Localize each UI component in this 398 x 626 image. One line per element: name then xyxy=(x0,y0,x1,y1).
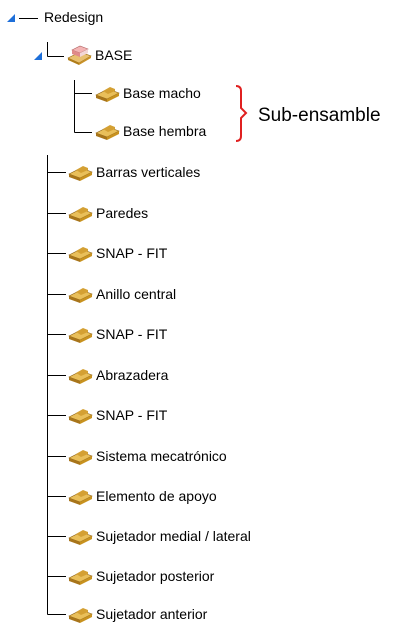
tree-node-part[interactable]: Elemento de apoyo xyxy=(67,485,217,507)
tree-node-part[interactable]: Anillo central xyxy=(67,283,176,305)
part-label: Sujetador medial / lateral xyxy=(96,528,251,544)
part-label: Barras verticales xyxy=(96,164,201,180)
part-icon xyxy=(68,570,93,585)
tree-node-sub-part[interactable]: Base macho xyxy=(94,82,201,104)
part-label: Sujetador posterior xyxy=(96,568,215,584)
tree-node-part[interactable]: SNAP - FIT xyxy=(67,404,167,426)
tree-node-part[interactable]: Paredes xyxy=(67,202,148,224)
expand-triangle-icon[interactable] xyxy=(6,13,16,23)
part-label: Sistema mecatrónico xyxy=(96,448,227,464)
part-label: SNAP - FIT xyxy=(96,326,168,342)
tree-node-part[interactable]: Barras verticales xyxy=(67,161,200,183)
part-label: Anillo central xyxy=(96,286,177,302)
part-icon xyxy=(68,608,93,623)
tree-node-sub-part[interactable]: Base hembra xyxy=(94,120,206,142)
sub-part-label: Base hembra xyxy=(123,123,207,139)
root-label: Redesign xyxy=(44,9,104,25)
part-icon xyxy=(68,288,93,303)
sub-part-label: Base macho xyxy=(123,85,201,101)
tree-root-node[interactable]: Redesign xyxy=(44,6,103,28)
part-label: Elemento de apoyo xyxy=(96,488,217,504)
assembly-icon xyxy=(67,45,92,65)
tree-node-part[interactable]: SNAP - FIT xyxy=(67,323,167,345)
tree-node-part[interactable]: Abrazadera xyxy=(67,364,168,386)
tree-node-part[interactable]: Sujetador anterior xyxy=(67,603,207,625)
part-icon xyxy=(95,125,120,140)
tree-node-part[interactable]: SNAP - FIT xyxy=(67,242,167,264)
part-icon xyxy=(95,87,120,102)
tree-node-part[interactable]: Sistema mecatrónico xyxy=(67,445,227,467)
part-icon xyxy=(68,207,93,222)
part-icon xyxy=(68,490,93,505)
expand-triangle-icon[interactable] xyxy=(33,51,43,61)
part-icon xyxy=(68,328,93,343)
tree-node-part[interactable]: Sujetador posterior xyxy=(67,565,214,587)
part-label: Paredes xyxy=(96,205,149,221)
part-icon xyxy=(68,166,93,181)
sub-ensamble-label: Sub-ensamble xyxy=(258,105,381,126)
part-label: SNAP - FIT xyxy=(96,407,168,423)
part-icon xyxy=(68,450,93,465)
part-icon xyxy=(68,530,93,545)
tree-node-part[interactable]: Sujetador medial / lateral xyxy=(67,525,251,547)
part-icon xyxy=(68,409,93,424)
part-label: Abrazadera xyxy=(96,367,169,383)
assembly-label: BASE xyxy=(95,47,133,63)
part-label: SNAP - FIT xyxy=(96,245,168,261)
tree-node-base-assembly[interactable]: BASE xyxy=(66,44,132,66)
part-icon xyxy=(68,369,93,384)
part-icon xyxy=(68,247,93,262)
part-label: Sujetador anterior xyxy=(96,606,208,622)
